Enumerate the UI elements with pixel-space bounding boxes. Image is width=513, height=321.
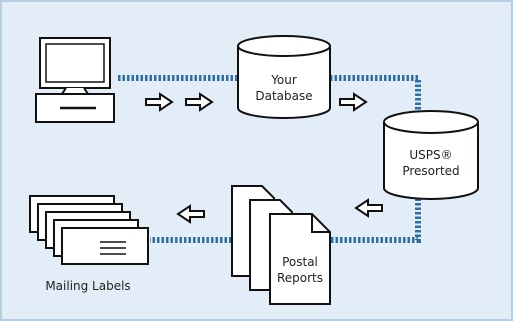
your-database-node: Your Database	[237, 35, 331, 119]
your-database-label-line1: Your	[270, 73, 297, 87]
arrow-reports-to-labels	[176, 204, 205, 224]
usps-presorted-label-line1: USPS®	[409, 148, 452, 162]
connectors	[118, 75, 421, 243]
usps-presorted-node: USPS® Presorted	[383, 110, 479, 200]
label-stack-icon	[29, 195, 149, 265]
postal-reports-label-line2: Reports	[277, 271, 323, 285]
document-stack-icon	[231, 185, 331, 305]
postal-reports-node: Postal Reports	[231, 185, 331, 305]
arrow-usps-to-reports	[354, 198, 383, 218]
arrow-computer-to-database-1	[145, 92, 174, 112]
database-cylinder-icon	[237, 35, 331, 119]
usps-presorted-label-line2: Presorted	[402, 164, 459, 178]
your-database-label-line2: Database	[255, 89, 312, 103]
database-cylinder-icon	[383, 110, 479, 200]
mailing-labels-caption: Mailing Labels	[45, 279, 130, 293]
mailing-labels-node: Mailing Labels	[29, 195, 149, 293]
connector-database-to-usps	[330, 75, 421, 112]
postal-reports-label-line1: Postal	[282, 255, 318, 269]
computer-icon	[35, 37, 115, 123]
arrow-database-to-usps	[339, 92, 368, 112]
arrow-computer-to-database-2	[185, 92, 214, 112]
connector-usps-down	[330, 194, 421, 243]
